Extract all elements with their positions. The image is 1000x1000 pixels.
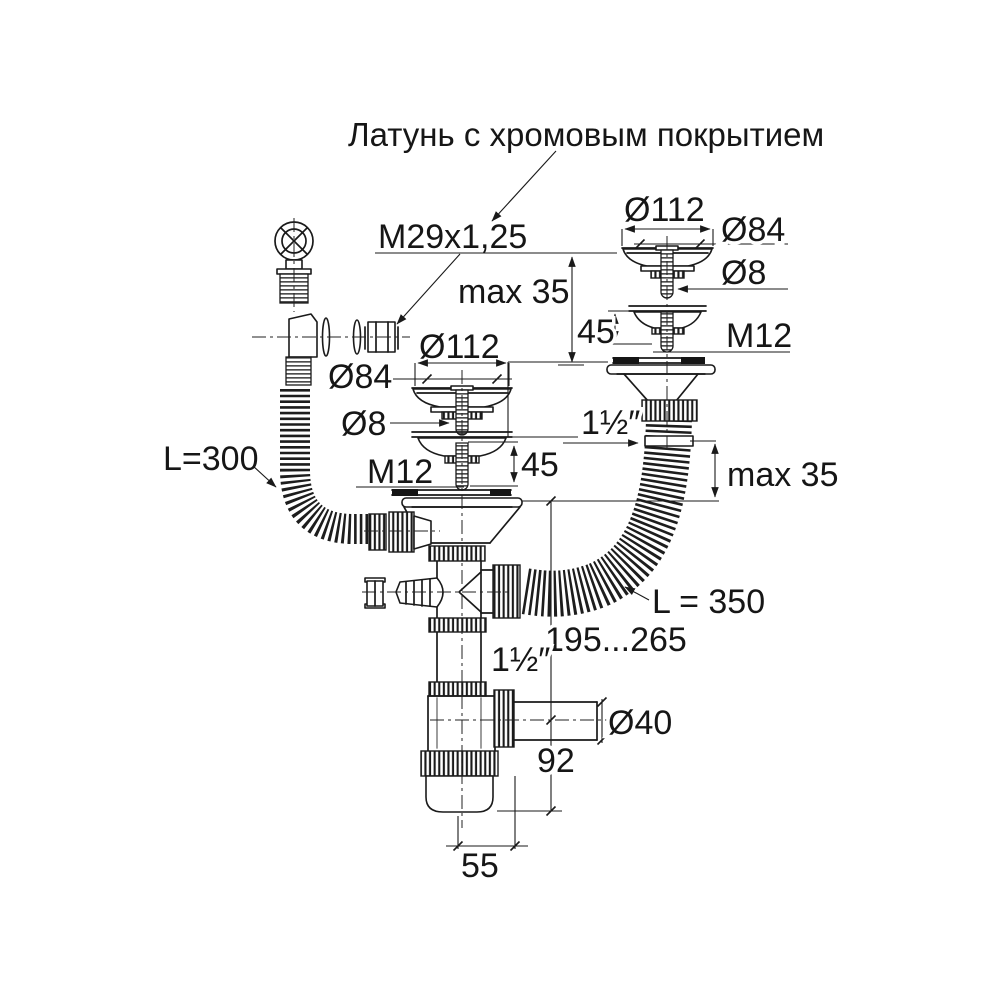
h45-center-label: 45 [521,446,559,484]
inch-center-label: 1½″ [491,641,550,679]
centerlines [252,218,668,828]
m12-center-label: M12 [367,453,433,491]
hose-right-length-label: L = 350 [652,583,765,621]
tailpiece-nut [428,545,486,562]
bottle-nut [420,750,499,777]
dia8-center-label: Ø8 [341,405,386,443]
dia84-center-label: Ø84 [328,358,392,396]
inch-right-label: 1½″ [581,404,640,442]
outlet-nut [493,689,515,748]
m12-right-label: M12 [726,317,792,355]
material-note: Латунь с хромовым покрытием [348,116,824,153]
h92-label: 92 [537,742,575,780]
washer [644,435,694,447]
bottle-cup [425,775,494,813]
hose-left-length-label: L=300 [163,440,259,478]
labels: Латунь с хромовым покрытием M29x1,25 max… [163,116,839,885]
dia84-right-label: Ø84 [721,211,785,249]
sink-gasket [681,357,705,364]
dia8-right-label: Ø8 [721,254,766,292]
dia112-center-label: Ø112 [419,328,500,366]
sink-gasket [490,489,511,496]
overflow-hose-left [280,389,372,544]
appliance-spigot [364,577,444,609]
tee-body [436,560,494,619]
w55-label: 55 [461,847,499,885]
overflow-hose-right [520,418,692,617]
union-nut [428,617,487,633]
stud-bolt [455,389,469,436]
max35-right-label: max 35 [727,456,839,494]
height-range-label: 195...265 [545,621,687,659]
overflow-inlet-connection [368,511,432,553]
sink-flange [606,364,716,375]
dimension-lines [252,150,790,852]
tailpiece-nut [641,399,698,422]
h45-right-label: 45 [577,313,615,351]
thread-m29-label: M29x1,25 [378,218,527,256]
dia112-right-label: Ø112 [624,191,705,229]
union-nut [428,681,487,697]
dia40-label: Ø40 [608,704,672,742]
sink-gasket [392,489,418,496]
overflow-elbow [288,313,318,358]
siphon-bottle [420,689,598,813]
max35-top-label: max 35 [458,273,570,311]
sink-gasket [613,357,639,364]
